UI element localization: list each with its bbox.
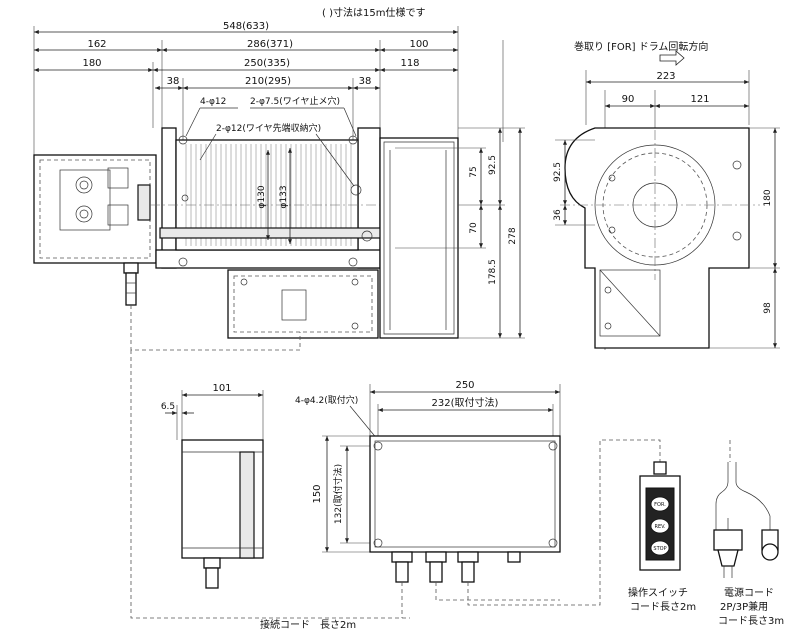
vdim-178-5: 178.5 xyxy=(488,259,498,285)
switch-button-rev[interactable] xyxy=(650,518,670,534)
dim-row4-c: 38 xyxy=(359,76,372,87)
dim-row4-b: 210(295) xyxy=(245,76,291,87)
label-dia-133: φ133 xyxy=(279,185,289,208)
controller-box xyxy=(33,154,157,264)
label-wire-end-holes: 2-φ12(ワイヤ先端収納穴) xyxy=(216,122,321,134)
vdim-75: 75 xyxy=(469,166,479,177)
side-dim-left: 90 xyxy=(622,94,635,105)
spec-note: ( )寸法は15m仕様です xyxy=(322,6,425,19)
connection-cord-label: 接続コード 長さ2m xyxy=(260,618,356,631)
dim-overall: 548(633) xyxy=(223,21,269,32)
cable-glands xyxy=(391,551,521,583)
switch-cord-label-1: 操作スイッチ xyxy=(628,586,688,599)
side-vdim-top: 92.5 xyxy=(553,162,563,182)
side-vdim-mid: 36 xyxy=(553,209,563,221)
dim-row3-c: 118 xyxy=(400,58,419,69)
dim-row2-a: 162 xyxy=(87,39,106,50)
control-box-view: 250 232(取付寸法) 4-φ4.2(取付穴) 150 132(取付寸法) xyxy=(295,380,661,618)
top-dimensions: 548(633) 162 286(371) 100 180 250(335) 1… xyxy=(33,21,504,155)
ctrl-dim-width: 250 xyxy=(455,380,474,391)
box-dim-width: 101 xyxy=(212,383,231,394)
dim-row2-c: 100 xyxy=(409,39,428,50)
switch-button-label: REV. xyxy=(655,524,666,530)
connector-box-view: 101 6.5 xyxy=(161,383,264,589)
ctrl-dim-mount-width: 232(取付寸法) xyxy=(432,396,499,409)
label-dia-130: φ130 xyxy=(257,185,267,208)
motor xyxy=(379,137,459,339)
vdim-92-5: 92.5 xyxy=(488,155,498,175)
switch-cord-label-2: コード長さ2m xyxy=(630,601,696,613)
switch-button-stop[interactable] xyxy=(650,540,670,556)
switch-button-for[interactable] xyxy=(650,496,670,512)
winch-front-view xyxy=(33,127,459,619)
dim-row4-a: 38 xyxy=(167,76,180,87)
side-vdim-height: 180 xyxy=(763,189,773,206)
direction-label: 巻取り [FOR] ドラム回転方向 xyxy=(574,40,708,53)
dim-row3-b: 250(335) xyxy=(244,58,290,69)
ctrl-holes-label: 4-φ4.2(取付穴) xyxy=(295,394,358,406)
switch-button-label: FOR. xyxy=(654,502,666,508)
drum-annotations: 4-φ12 2-φ7.5(ワイヤ止メ穴) 2-φ12(ワイヤ先端収納穴) φ13… xyxy=(185,95,357,244)
control-box xyxy=(369,435,561,553)
box-dim-offset: 6.5 xyxy=(161,402,175,412)
side-dim-width: 223 xyxy=(656,71,675,82)
front-vertical-dimensions: 75 92.5 70 178.5 278 xyxy=(395,127,525,339)
vdim-278: 278 xyxy=(508,227,518,244)
power-cord-label-3: コード長さ3m xyxy=(718,615,784,627)
gearbox xyxy=(227,269,379,339)
dim-row3-a: 180 xyxy=(82,58,101,69)
ctrl-dim-height: 150 xyxy=(312,484,323,503)
pendant-switch: FOR. REV. STOP xyxy=(639,461,681,571)
direction-arrow-icon xyxy=(659,50,685,66)
label-mount-holes: 4-φ12 xyxy=(200,97,226,107)
ctrl-dim-mount-height: 132(取付寸法) xyxy=(332,464,344,524)
switch-button-label: STOP xyxy=(653,546,666,552)
label-wire-stop-holes: 2-φ7.5(ワイヤ止メ穴) xyxy=(250,95,340,107)
vdim-70: 70 xyxy=(469,222,479,234)
power-plug xyxy=(713,440,779,578)
dim-row2-b: 286(371) xyxy=(247,39,293,50)
side-vdim-bottom: 98 xyxy=(763,302,773,314)
side-dim-right: 121 xyxy=(690,94,709,105)
winch-side-view: 巻取り [FOR] ドラム回転方向 223 90 121 xyxy=(553,40,780,350)
power-cord-label-1: 電源コード xyxy=(724,586,774,599)
power-cord-label-2: 2P/3P兼用 xyxy=(720,600,768,613)
